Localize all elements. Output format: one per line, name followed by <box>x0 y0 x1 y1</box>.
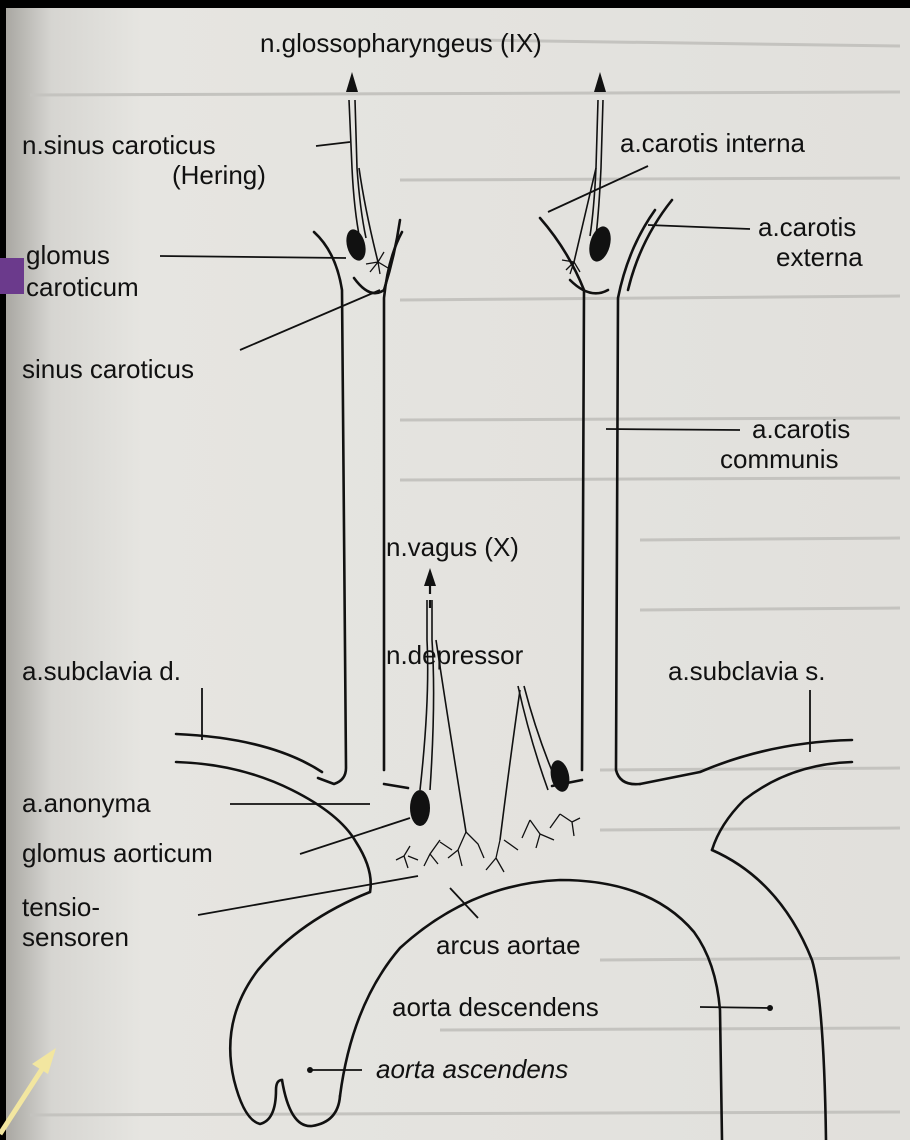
label-sinus-caroticus: sinus caroticus <box>22 354 194 384</box>
label-arcus-aortae: arcus aortae <box>436 930 581 960</box>
label-carotis-externa-1: a.carotis <box>758 212 856 242</box>
label-aorta-descendens: aorta descendens <box>392 992 599 1022</box>
label-depressor: n.depressor <box>386 640 524 670</box>
label-tensio-2: sensoren <box>22 922 129 952</box>
label-vagus: n.vagus (X) <box>386 532 519 562</box>
label-glomus-aorticum: glomus aorticum <box>22 838 213 868</box>
purple-accent-bar <box>0 258 24 294</box>
label-subclavia-d: a.subclavia d. <box>22 656 181 686</box>
label-sinus-caroticus-nerve: n.sinus caroticus <box>22 130 216 160</box>
label-aorta-ascendens: aorta ascendens <box>376 1054 568 1084</box>
label-glossopharyngeus: n.glossopharyngeus (IX) <box>260 28 542 58</box>
label-carotis-interna: a.carotis interna <box>620 128 806 158</box>
label-carotis-externa-2: externa <box>776 242 863 272</box>
label-glomus-caroticum-2: caroticum <box>26 272 139 302</box>
label-carotis-communis-2: communis <box>720 444 838 474</box>
label-hering: (Hering) <box>172 160 266 190</box>
glomus-aorticum-left <box>410 790 430 826</box>
label-subclavia-s: a.subclavia s. <box>668 656 826 686</box>
label-tensio-1: tensio- <box>22 892 100 922</box>
label-glomus-caroticum-1: glomus <box>26 240 110 270</box>
label-anonyma: a.anonyma <box>22 788 151 818</box>
label-carotis-communis-1: a.carotis <box>752 414 850 444</box>
